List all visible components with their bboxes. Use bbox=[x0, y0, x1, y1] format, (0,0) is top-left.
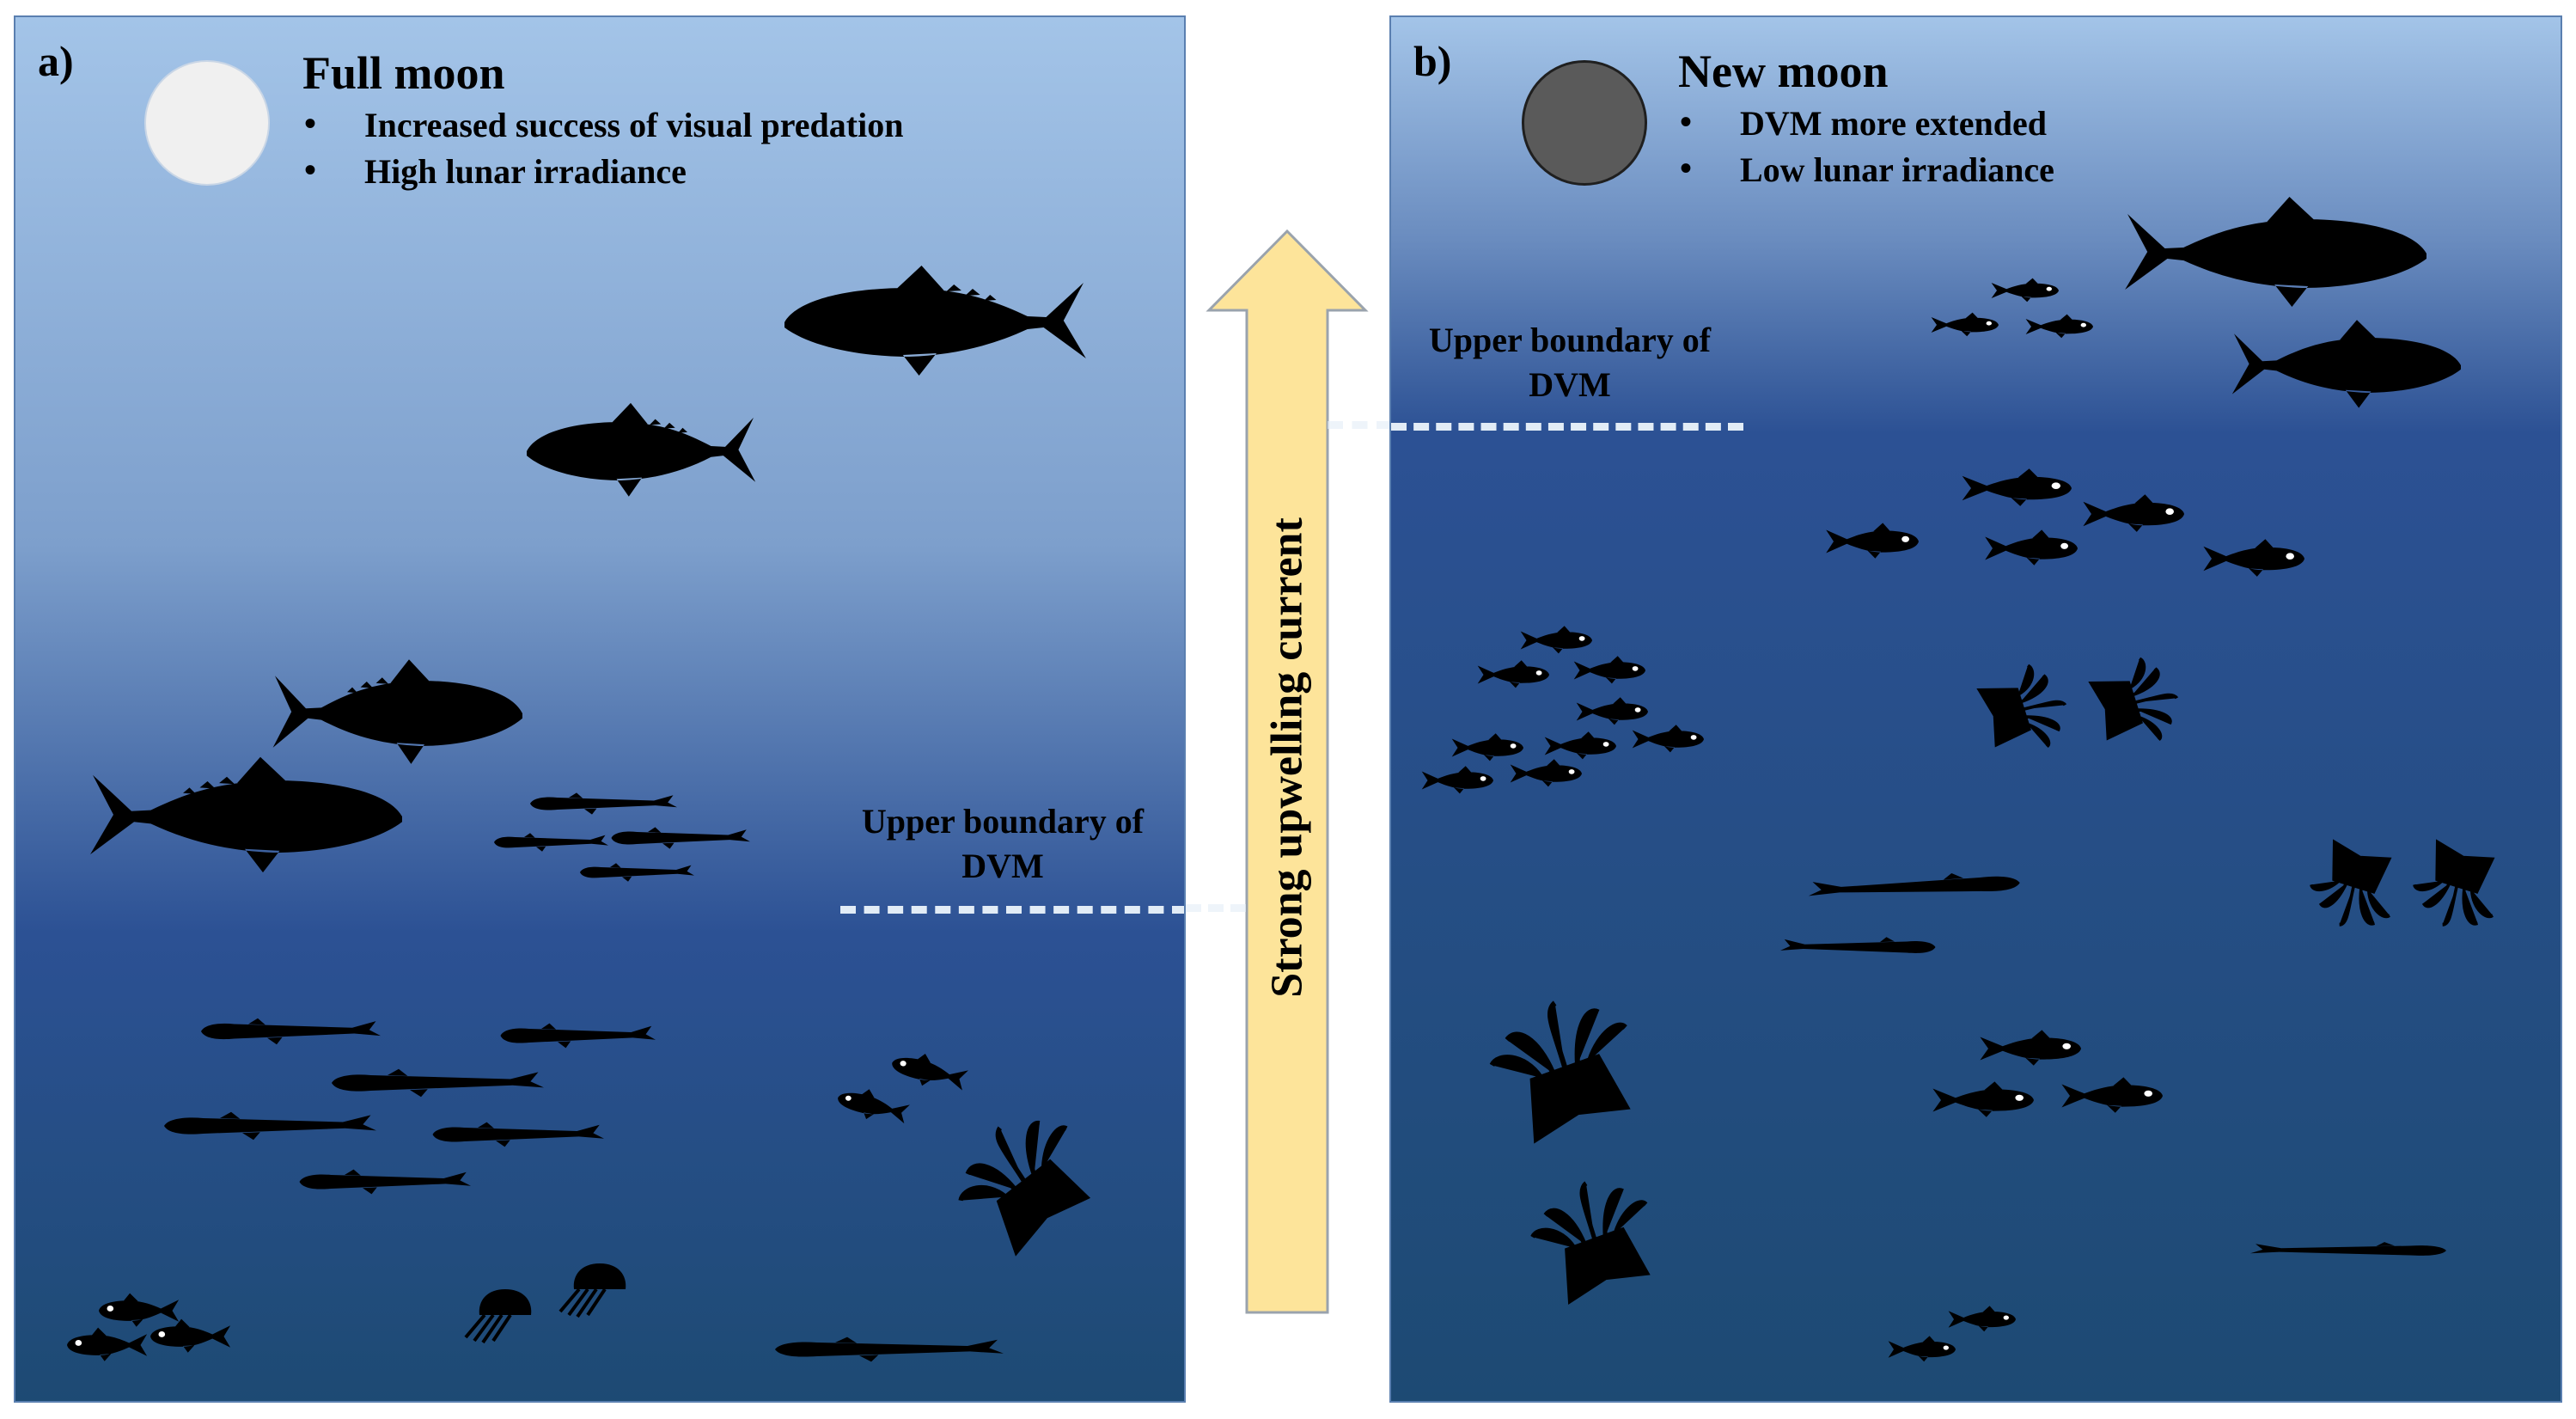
panel-a-dvm-boundary-line bbox=[840, 906, 1184, 914]
panel-b-title: New moon bbox=[1678, 46, 1889, 97]
fish-icon bbox=[1520, 626, 1592, 654]
fish-icon bbox=[530, 792, 677, 815]
squid-icon bbox=[1523, 1165, 1663, 1306]
fish-icon bbox=[1477, 660, 1549, 688]
tuna-icon bbox=[2231, 320, 2461, 408]
fish-icon bbox=[164, 1111, 376, 1141]
fish-icon bbox=[1510, 759, 1582, 787]
fish-icon bbox=[1544, 731, 1616, 760]
panel-a-bullet-2: • High lunar irradiance bbox=[304, 150, 687, 192]
dvm-label-line-2: DVM bbox=[1529, 365, 1611, 404]
panel-b-bullet-2: • Low lunar irradiance bbox=[1680, 149, 2054, 190]
fish-icon bbox=[2250, 1242, 2446, 1256]
fish-icon bbox=[201, 1018, 381, 1045]
panel-b-letter: b) bbox=[1413, 37, 1452, 85]
panel-a-full-moon: a) Full moon • Increased success of visu… bbox=[14, 15, 1186, 1403]
squid-icon bbox=[943, 1093, 1102, 1263]
full-moon-icon bbox=[144, 60, 270, 186]
panel-b-new-moon: b) New moon • DVM more extended • Low lu… bbox=[1389, 15, 2562, 1403]
jellyfish-icon bbox=[464, 1287, 534, 1344]
tuna-icon bbox=[90, 756, 402, 873]
fish-icon bbox=[332, 1068, 544, 1098]
fish-icon bbox=[1573, 656, 1645, 684]
fish-icon bbox=[1932, 1081, 2034, 1117]
arrow-a-boundary-link bbox=[1186, 904, 1246, 912]
panel-a-bullet-1: • Increased success of visual predation bbox=[304, 104, 904, 145]
fish-icon bbox=[1576, 697, 1648, 725]
fish-icon bbox=[833, 1082, 912, 1128]
tuna-icon bbox=[2125, 197, 2426, 307]
bullet-dot: • bbox=[304, 104, 317, 143]
panel-b-bullet-2-text: Low lunar irradiance bbox=[1740, 150, 2054, 189]
fish-icon bbox=[580, 863, 694, 882]
tuna-icon bbox=[784, 266, 1086, 376]
panel-a-letter: a) bbox=[38, 37, 74, 85]
fish-icon bbox=[1962, 468, 2072, 506]
fish-icon bbox=[1806, 870, 2021, 900]
squid-icon bbox=[2304, 838, 2402, 939]
new-moon-icon bbox=[1522, 60, 1647, 186]
jellyfish-icon bbox=[559, 1262, 628, 1318]
dvm-label-line-2: DVM bbox=[961, 847, 1044, 885]
fish-icon bbox=[500, 1023, 656, 1049]
fish-icon bbox=[1421, 766, 1493, 794]
fish-icon bbox=[611, 827, 750, 849]
fish-icon bbox=[1780, 937, 1936, 953]
fish-icon bbox=[299, 1169, 471, 1195]
squid-icon bbox=[1975, 660, 2076, 757]
bullet-dot: • bbox=[304, 150, 317, 189]
fish-icon bbox=[1451, 733, 1523, 761]
up-arrow-icon bbox=[1206, 229, 1369, 1314]
panel-a-fauna bbox=[67, 266, 1186, 1362]
squid-icon bbox=[1481, 982, 1646, 1146]
panel-b-fauna bbox=[1421, 197, 2562, 1362]
fish-icon bbox=[99, 1293, 180, 1327]
arrow-b-boundary-link bbox=[1328, 421, 1392, 429]
dvm-label-line-1: Upper boundary of bbox=[1428, 321, 1712, 359]
panel-b-bullet-1-text: DVM more extended bbox=[1740, 104, 2047, 143]
fish-icon bbox=[2083, 494, 2184, 532]
tuna-icon bbox=[272, 659, 522, 764]
fish-icon bbox=[1931, 312, 1999, 337]
fish-icon bbox=[1632, 725, 1704, 753]
fish-icon bbox=[1991, 278, 2059, 303]
fish-icon bbox=[67, 1327, 148, 1361]
upwelling-arrow-label: Strong upwelling current bbox=[1262, 517, 1312, 998]
tuna-icon bbox=[527, 402, 756, 497]
fish-icon bbox=[432, 1122, 604, 1147]
panel-b-bullet-1: • DVM more extended bbox=[1680, 102, 2047, 144]
panel-a-bullet-1-text: Increased success of visual predation bbox=[364, 106, 904, 144]
fish-icon bbox=[150, 1318, 231, 1353]
fish-icon bbox=[1985, 529, 2078, 566]
fish-icon bbox=[775, 1336, 1004, 1362]
panel-a-bullet-2-text: High lunar irradiance bbox=[364, 152, 687, 191]
bullet-dot: • bbox=[1680, 149, 1693, 187]
fish-icon bbox=[2203, 539, 2304, 577]
squid-icon bbox=[2408, 838, 2505, 939]
panel-b-dvm-label: Upper boundary of DVM bbox=[1398, 318, 1742, 407]
fish-icon bbox=[494, 833, 608, 852]
fish-icon bbox=[1948, 1306, 2016, 1332]
panel-a-dvm-label: Upper boundary of DVM bbox=[835, 799, 1170, 889]
fish-icon bbox=[2061, 1077, 2163, 1113]
panel-b-dvm-boundary-line bbox=[1391, 423, 1743, 431]
dvm-label-line-1: Upper boundary of bbox=[861, 802, 1145, 841]
fish-icon bbox=[2025, 314, 2093, 339]
fish-icon bbox=[1826, 523, 1919, 559]
panel-a-title: Full moon bbox=[302, 47, 505, 99]
fish-icon bbox=[1980, 1030, 2081, 1066]
fish-icon bbox=[1888, 1336, 1956, 1362]
fish-icon bbox=[888, 1047, 971, 1096]
squid-icon bbox=[2087, 653, 2188, 750]
bullet-dot: • bbox=[1680, 102, 1693, 141]
